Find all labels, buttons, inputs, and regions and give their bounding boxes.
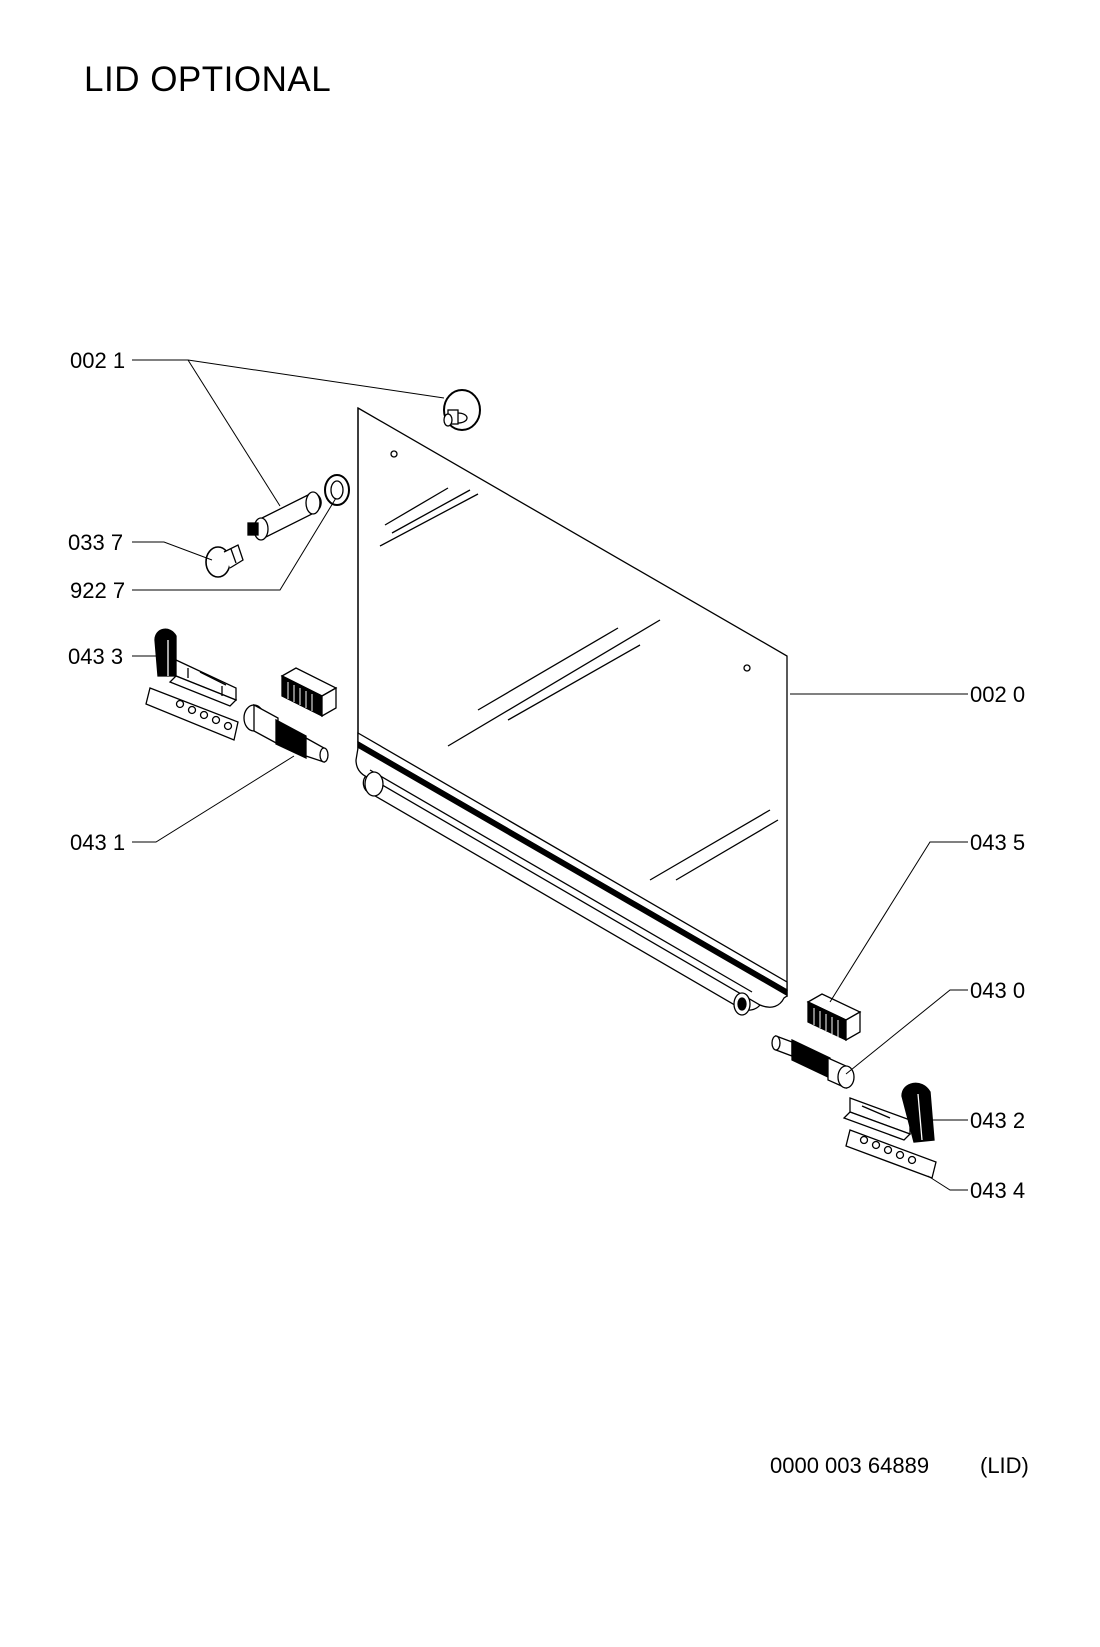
part-label-0430: 043 0 [970,978,1026,1003]
right-hinge [842,1082,935,1143]
screw-cap [205,544,244,578]
part-label-0433: 043 3 [68,644,124,669]
document-code: 0000 003 64889 [770,1453,930,1478]
part-label-0021: 002 1 [70,348,126,373]
left-plate [145,687,239,741]
right-rubber-block [806,993,862,1042]
left-hinge [154,628,238,707]
left-spring-pin [243,703,329,763]
right-spring-pin [771,1035,855,1090]
knob-part [443,389,481,431]
glass-panel [357,406,788,997]
lid-rail [355,731,788,1016]
leader-lines [132,359,968,1191]
part-label-0435: 043 5 [970,830,1026,855]
washer [324,474,350,506]
document-name: (LID) [980,1453,1029,1478]
part-label-0434: 043 4 [970,1178,1026,1203]
part-label-0431: 043 1 [70,830,126,855]
part-label-0020: 002 0 [970,682,1026,707]
page-title: LID OPTIONAL [84,60,332,99]
left-rubber-block [280,667,338,718]
spacer-cylinder [247,491,322,541]
part-label-9227: 922 7 [70,578,126,603]
part-label-0432: 043 2 [970,1108,1026,1133]
right-plate [845,1129,937,1179]
part-label-0337: 033 7 [68,530,124,555]
